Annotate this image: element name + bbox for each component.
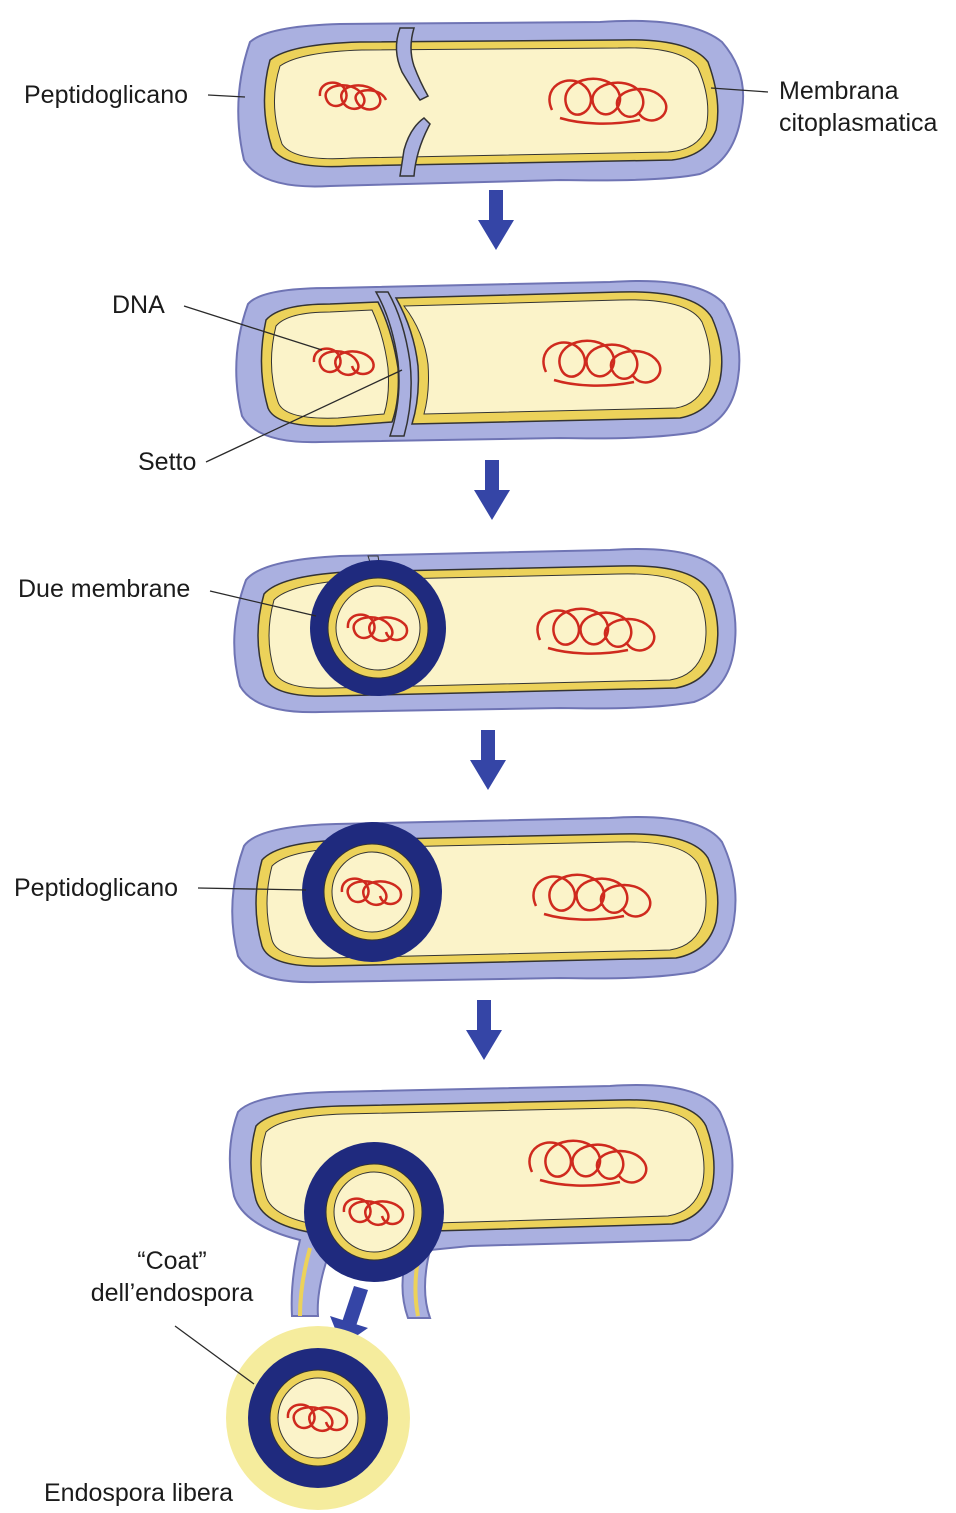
cytoplasm-mother [404, 300, 710, 414]
stage-3-cell [234, 549, 735, 712]
leader-coat [175, 1326, 254, 1384]
label-peptidoglicano-mid: Peptidoglicano [14, 873, 178, 903]
stage-1-cell [238, 21, 743, 187]
label-coat-line2: dell’endospora [72, 1278, 272, 1308]
arrow-down-1 [478, 190, 514, 250]
label-peptidoglicano-top: Peptidoglicano [24, 80, 188, 110]
stage-5-cell [230, 1085, 733, 1318]
label-due-membrane: Due membrane [18, 574, 190, 604]
label-endospora-libera: Endospora libera [44, 1478, 233, 1508]
stage-2-cell [236, 281, 739, 442]
arrow-down-2 [474, 460, 510, 520]
arrow-down-3 [470, 730, 506, 790]
arrow-down-4 [466, 1000, 502, 1060]
free-endospore [226, 1326, 410, 1510]
label-setto: Setto [138, 447, 196, 477]
label-coat-line1: “Coat” [82, 1246, 262, 1276]
label-membrana-line2: citoplasmatica [779, 108, 937, 138]
cytoplasm-forespore [271, 310, 388, 418]
stage-4-cell [232, 817, 735, 982]
label-membrana-line1: Membrana [779, 76, 899, 106]
label-dna: DNA [112, 290, 165, 320]
